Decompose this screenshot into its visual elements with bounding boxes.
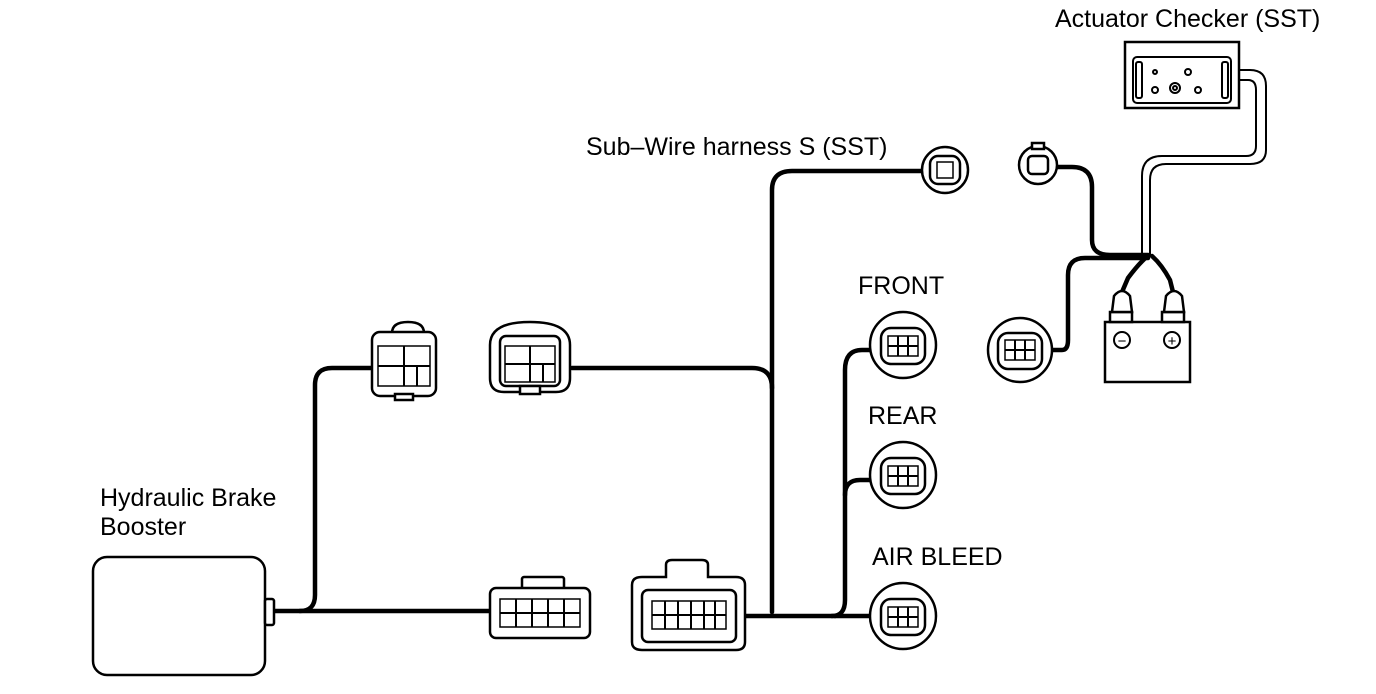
air-bleed-connector (868, 581, 938, 651)
wire-sub-harness (769, 168, 926, 391)
connector-upper-left (370, 320, 438, 402)
hydraulic-brake-booster (91, 555, 276, 677)
battery: − + (1103, 289, 1192, 384)
wire-checker-to-connector (1049, 255, 1151, 353)
checker-small-connector (1017, 141, 1059, 186)
front-label: FRONT (858, 272, 945, 300)
booster-label-line2: Booster (100, 513, 187, 541)
connector-upper-middle (488, 320, 572, 396)
actuator-checker (1123, 40, 1241, 110)
rear-connector (868, 440, 938, 510)
wire-battery-positive (1149, 253, 1176, 295)
positive-clamp (1162, 289, 1186, 314)
actuator-checker-label: Actuator Checker (SST) (1055, 5, 1321, 33)
sub-wire-harness-label: Sub–Wire harness S (SST) (586, 133, 888, 161)
checker-cable-outer (1149, 69, 1267, 255)
front-connector (868, 310, 938, 380)
rear-label: REAR (868, 402, 938, 430)
wire-checker-to-small-connector (1055, 164, 1151, 258)
wire-booster-to-upper-connector (297, 365, 375, 614)
wire-branch-vertical (829, 347, 873, 619)
negative-clamp (1110, 289, 1134, 314)
wire-rear (842, 477, 873, 498)
checker-cable-inner (1141, 79, 1257, 255)
positive-terminal-icon (1163, 331, 1181, 349)
negative-symbol: − (1118, 333, 1127, 350)
checker-connector (986, 316, 1054, 384)
wire-battery-negative (1119, 253, 1151, 295)
connector-bottom-right (630, 558, 747, 652)
wiring-harness (269, 69, 1267, 619)
connector-bottom-left (488, 575, 592, 640)
air-bleed-label: AIR BLEED (872, 543, 1003, 571)
positive-symbol: + (1168, 333, 1177, 350)
hydraulic-brake-booster-label: Hydraulic Brake Booster (100, 484, 276, 542)
booster-label-line1: Hydraulic Brake (100, 484, 277, 512)
sub-wire-harness-connector (920, 145, 970, 195)
negative-terminal-icon (1113, 331, 1131, 349)
